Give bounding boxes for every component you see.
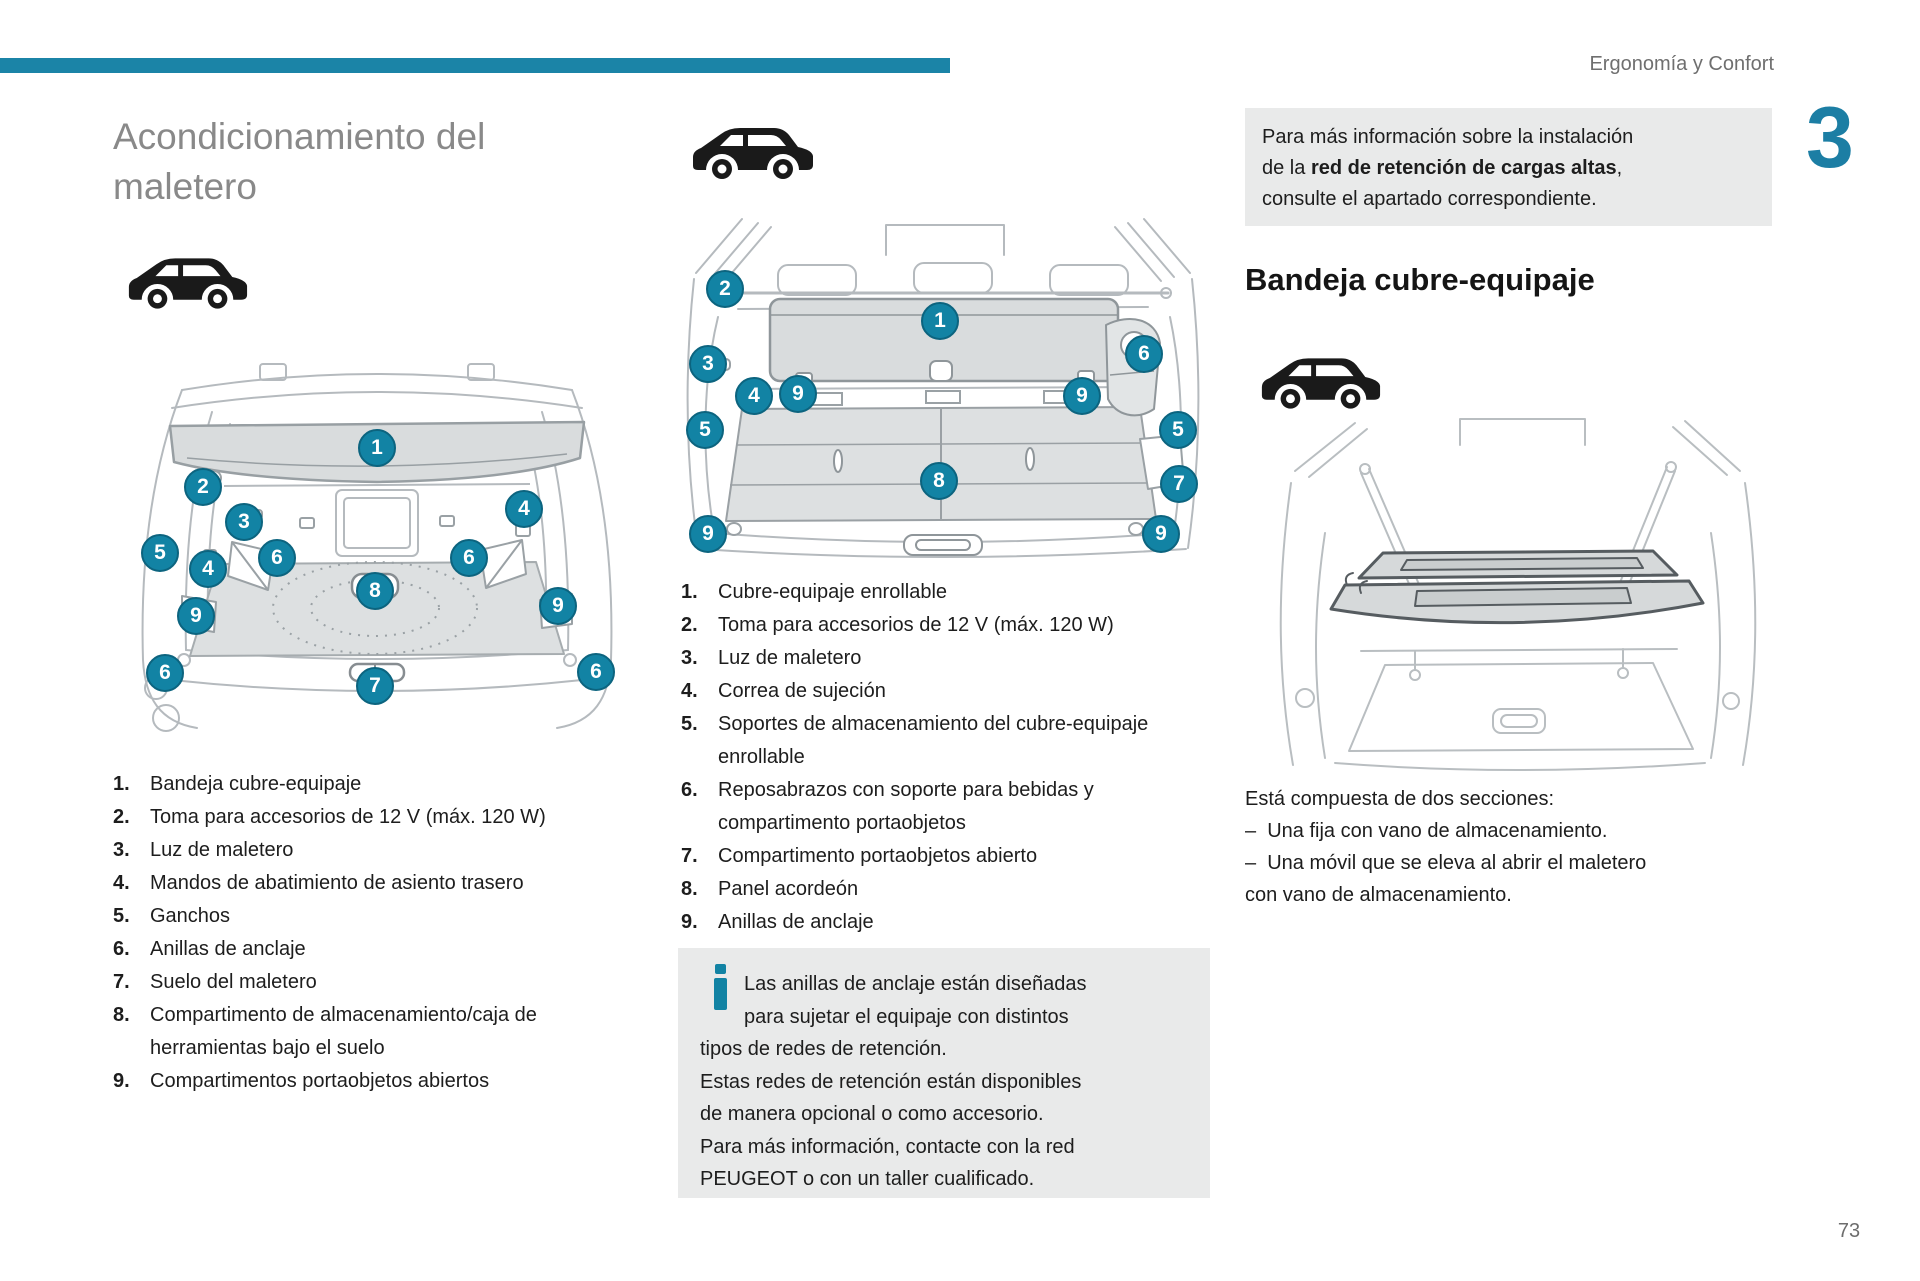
callout-badge: 3 [225,503,263,541]
callout-badge: 7 [356,667,394,705]
section-title: Bandeja cubre-equipaje [1245,262,1595,297]
chapter-number: 3 [1806,90,1854,186]
callout-badge: 4 [505,490,543,528]
callout-badge: 5 [141,534,179,572]
callout-badge: 5 [1159,411,1197,449]
list-item: 9.Anillas de anclaje [681,911,874,933]
list-item: 5.Soportes de almacenamiento del cubre-e… [681,713,1149,768]
left-legend-list: 1.Bandeja cubre-equipaje 2.Toma para acc… [113,768,586,1098]
list-item: 3.Luz de maletero [681,647,862,669]
page-header: Ergonomía y Confort [1589,53,1774,75]
note-line: tipos de redes de retención. [700,1038,947,1060]
note-line: Las anillas de anclaje están diseñadas [744,973,1087,995]
list-item: 1.Cubre-equipaje enrollable [681,581,948,603]
reference-info-text: Para más información sobre la instalació… [1262,122,1633,215]
list-item: 6.Anillas de anclaje [113,938,306,960]
callout-badge: 1 [358,429,396,467]
info-icon [714,964,727,1010]
callout-badge: 6 [450,539,488,577]
car-side-icon [684,122,820,180]
right-diagram-parcel-shelf [1265,413,1770,778]
callout-badge: 9 [1063,377,1101,415]
list-item: 3.Luz de maletero [113,839,294,861]
list-item: 9.Compartimentos portaobjetos abiertos [113,1070,490,1092]
callout-badge: 9 [689,515,727,553]
info-line: de la red de retención de cargas altas, [1262,157,1623,179]
callout-badge: 9 [177,597,215,635]
parcel-shelf-art [1279,418,1757,771]
callout-badge: 9 [1142,515,1180,553]
callout-badge: 8 [920,462,958,500]
list-item: 7.Compartimento portaobjetos abierto [681,845,1038,867]
note-line: PEUGEOT o con un taller cualificado. [700,1168,1035,1190]
info-line: consulte el apartado correspondiente. [1262,188,1597,210]
page-number: 73 [1837,1220,1861,1242]
list-item: 2.Toma para accesorios de 12 V (máx. 120… [113,806,546,828]
middle-legend-list: 1.Cubre-equipaje enrollable 2.Toma para … [681,576,1154,939]
page-title-line2: maletero [113,166,257,207]
callout-badge: 6 [258,539,296,577]
left-diagram-trunk-rear-view: 1 2 3 5 4 6 6 8 4 9 9 6 6 7 [112,328,642,748]
list-item: 2.Toma para accesorios de 12 V (máx. 120… [681,614,1114,636]
section-body-text: Está compuesta de dos secciones: – Una f… [1245,783,1790,911]
list-item: 1.Bandeja cubre-equipaje [113,773,362,795]
callout-badge: 1 [921,302,959,340]
callout-badge: 3 [689,345,727,383]
middle-diagram-trunk-interior: 2 1 3 6 4 9 9 5 5 8 7 9 9 [678,213,1208,558]
list-item: 7.Suelo del maletero [113,971,317,993]
reference-info-box: Para más información sobre la instalació… [1245,108,1772,226]
callout-badge: 4 [735,377,773,415]
car-side-icon [1255,352,1385,410]
info-line: Para más información sobre la instalació… [1262,126,1634,148]
callout-badge: 2 [184,468,222,506]
callout-badge: 6 [146,654,184,692]
page-accent-bar [0,58,950,73]
info-line-bold: red de retención de cargas altas [1310,157,1617,179]
body-line: – Una fija con vano de almacenamiento. [1245,820,1608,842]
callout-badge: 8 [356,572,394,610]
note-line: Estas redes de retención están disponibl… [700,1070,1082,1093]
list-item: 8.Compartimento de almacenamiento/caja d… [113,1004,537,1059]
callout-badge: 9 [539,587,577,625]
callout-badge: 2 [706,270,744,308]
callout-badge: 4 [189,550,227,588]
body-line: con vano de almacenamiento. [1245,884,1512,906]
callout-badge: 5 [686,411,724,449]
callout-badge: 9 [779,375,817,413]
list-item: 4.Mandos de abatimiento de asiento trase… [113,872,524,894]
list-item: 6.Reposabrazos con soporte para bebidas … [681,779,1094,834]
body-line: – Una móvil que se eleva al abrir el mal… [1245,852,1647,874]
page-title-line1: Acondicionamiento del [113,116,486,157]
callout-badge: 7 [1160,465,1198,503]
list-item: 4.Correa de sujeción [681,680,886,702]
page-title: Acondicionamiento del maletero [113,112,485,212]
note-line: de manera opcional o como accesorio. [700,1103,1044,1125]
list-item: 8.Panel acordeón [681,878,859,900]
car-side-icon [122,252,252,310]
callout-badge: 6 [577,653,615,691]
list-item: 5.Ganchos [113,905,231,927]
callout-badge: 6 [1125,335,1163,373]
note-line: Para más información, contacte con la re… [700,1135,1075,1158]
info-note-text: Las anillas de anclaje están diseñadas p… [700,968,1086,1196]
info-note-box: Las anillas de anclaje están diseñadas p… [678,948,1210,1198]
note-line: para sujetar el equipaje con distintos [744,1005,1069,1028]
body-line: Está compuesta de dos secciones: [1245,788,1555,810]
